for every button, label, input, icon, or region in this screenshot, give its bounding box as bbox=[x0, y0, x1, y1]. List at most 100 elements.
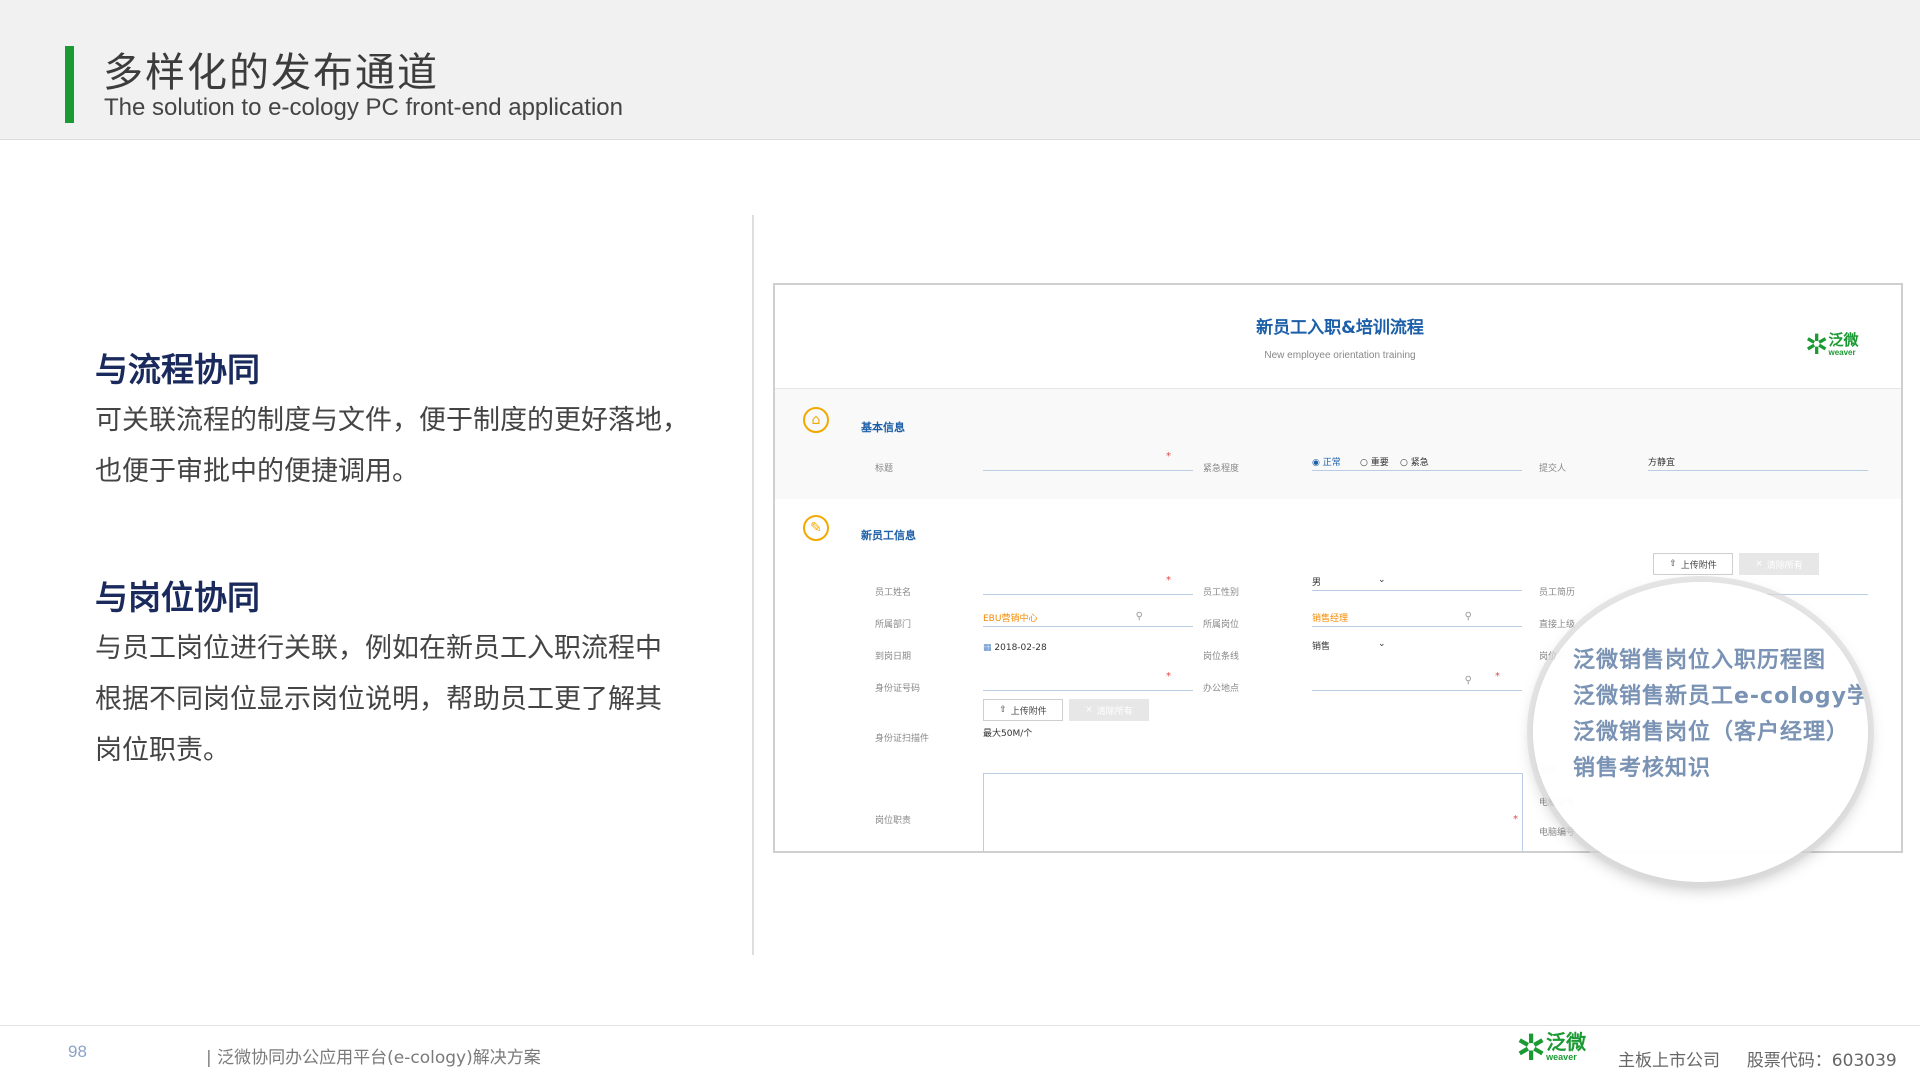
section-body-workflow: 可关联流程的制度与文件，便于制度的更好落地， 也便于审批中的便捷调用。 bbox=[95, 395, 735, 497]
weaver-logo: ✲ 泛微 weaver bbox=[1805, 331, 1858, 359]
logo-en: weaver bbox=[1828, 348, 1856, 357]
upload-button-idcard[interactable]: ⇧上传附件 bbox=[983, 699, 1063, 721]
edit-icon: ✎ bbox=[803, 515, 829, 541]
radio-important[interactable]: ○ 重要 bbox=[1360, 458, 1389, 468]
label-duty: 岗位职责 bbox=[875, 816, 912, 826]
calendar-icon: ▦ bbox=[983, 643, 992, 653]
chevron-down-icon: ⌄ bbox=[1378, 575, 1386, 585]
basic-info-band bbox=[775, 389, 1901, 499]
title-field[interactable]: * bbox=[983, 451, 1193, 471]
max-size-note: 最大50M/个 bbox=[983, 729, 1033, 739]
upload-label: 上传附件 bbox=[1010, 706, 1047, 717]
body-line: 岗位职责。 bbox=[95, 735, 230, 766]
magnifier-lens: 泛微销售岗位入职历程图 泛微销售新员工e-cology学 泛微销售岗位（客户经理… bbox=[1533, 582, 1868, 882]
line-value: 销售 bbox=[1312, 642, 1331, 652]
form-subtitle: New employee orientation training bbox=[1264, 350, 1416, 361]
page-number: 98 bbox=[68, 1042, 87, 1061]
label-submitter: 提交人 bbox=[1539, 464, 1567, 474]
close-icon: × bbox=[1085, 705, 1093, 715]
slide-header: 多样化的发布通道 The solution to e-cology PC fro… bbox=[0, 0, 1920, 140]
stock-code: 股票代码：603039 bbox=[1746, 1051, 1897, 1071]
label-name: 员工姓名 bbox=[875, 588, 912, 598]
logo-cn: 泛微 bbox=[1546, 1030, 1587, 1054]
label-gender: 员工性别 bbox=[1203, 588, 1240, 598]
submitter-field[interactable]: 方静宜 bbox=[1648, 455, 1868, 471]
post-field[interactable]: 销售经理⚲ bbox=[1312, 611, 1522, 627]
upload-icon: ⇧ bbox=[1669, 559, 1677, 569]
close-icon: × bbox=[1755, 559, 1763, 569]
dept-value: EBU营销中心 bbox=[983, 614, 1038, 624]
post-doc-link[interactable]: 泛微销售新员工e-cology学 bbox=[1573, 684, 1868, 709]
company-info: 主板上市公司 股票代码：603039 bbox=[1618, 1046, 1897, 1071]
duty-textarea[interactable]: * bbox=[983, 773, 1523, 851]
form-screenshot: 新员工入职&培训流程 New employee orientation trai… bbox=[773, 283, 1903, 853]
radio-label: 紧急 bbox=[1410, 458, 1429, 468]
upload-icon: ⇧ bbox=[999, 705, 1007, 715]
weaver-logo-icon: ✲ bbox=[1805, 328, 1829, 361]
section-title-post: 与岗位协同 bbox=[95, 578, 260, 617]
accent-bar bbox=[65, 46, 74, 123]
body-line: 根据不同岗位显示岗位说明，帮助员工更了解其 bbox=[95, 684, 662, 715]
footer-caption: | 泛微协同办公应用平台(e-cology)解决方案 bbox=[206, 1048, 541, 1068]
radio-normal[interactable]: ◉ 正常 bbox=[1312, 458, 1341, 468]
clear-label: 清除所有 bbox=[1096, 706, 1133, 717]
section-employee-info: 新员工信息 bbox=[861, 529, 916, 542]
label-idno: 身份证号码 bbox=[875, 684, 921, 694]
label-office: 办公地点 bbox=[1203, 684, 1240, 694]
label-line: 岗位条线 bbox=[1203, 652, 1240, 662]
form-header: 新员工入职&培训流程 New employee orientation trai… bbox=[775, 285, 1901, 389]
form-title: 新员工入职&培训流程 bbox=[1256, 318, 1424, 338]
dept-field[interactable]: EBU营销中心 ⚲ bbox=[983, 611, 1193, 627]
label-superior: 直接上级 bbox=[1539, 620, 1576, 630]
section-basic-info: 基本信息 bbox=[861, 421, 905, 434]
listed-label: 主板上市公司 bbox=[1618, 1051, 1720, 1071]
required-mark: * bbox=[1513, 814, 1518, 825]
weaver-logo-icon: ✲ bbox=[1516, 1028, 1547, 1069]
clear-button-resume[interactable]: ×清除所有 bbox=[1739, 553, 1819, 575]
date-field[interactable]: ▦ 2018-02-28 bbox=[983, 643, 1193, 659]
label-urgency: 紧急程度 bbox=[1203, 464, 1240, 474]
logo-cn: 泛微 bbox=[1828, 331, 1859, 349]
label-date: 到岗日期 bbox=[875, 652, 912, 662]
line-select[interactable]: 销售 ⌄ bbox=[1312, 639, 1522, 655]
home-icon: ⌂ bbox=[803, 407, 829, 433]
idno-field[interactable]: * bbox=[983, 671, 1193, 691]
page-subtitle: The solution to e-cology PC front-end ap… bbox=[104, 94, 623, 121]
gender-select[interactable]: 男⌄ bbox=[1312, 575, 1522, 591]
search-icon[interactable]: ⚲ bbox=[1464, 675, 1472, 686]
body-line: 与员工岗位进行关联，例如在新员工入职流程中 bbox=[95, 633, 662, 664]
column-divider bbox=[752, 215, 754, 955]
section-body-post: 与员工岗位进行关联，例如在新员工入职流程中 根据不同岗位显示岗位说明，帮助员工更… bbox=[95, 623, 735, 776]
urgency-radio-group[interactable]: ◉ 正常 ○ 重要 ○ 紧急 bbox=[1312, 455, 1522, 471]
name-field[interactable]: * bbox=[983, 575, 1193, 595]
section-title-workflow: 与流程协同 bbox=[95, 350, 260, 389]
upload-label: 上传附件 bbox=[1680, 560, 1717, 571]
clear-label: 清除所有 bbox=[1766, 560, 1803, 571]
radio-label: 重要 bbox=[1370, 458, 1389, 468]
label-dept: 所属部门 bbox=[875, 620, 912, 630]
search-icon[interactable]: ⚲ bbox=[1135, 611, 1143, 622]
date-value: 2018-02-28 bbox=[994, 643, 1047, 653]
office-field[interactable]: ⚲* bbox=[1312, 671, 1522, 691]
body-line: 也便于审批中的便捷调用。 bbox=[95, 456, 419, 487]
post-doc-link[interactable]: 销售考核知识 bbox=[1573, 756, 1712, 781]
footer-divider bbox=[0, 1025, 1920, 1026]
page-title: 多样化的发布通道 bbox=[103, 50, 439, 96]
post-doc-link[interactable]: 泛微销售岗位（客户经理） bbox=[1573, 720, 1850, 745]
label-pcno: 电脑编号 bbox=[1539, 828, 1576, 838]
radio-urgent[interactable]: ○ 紧急 bbox=[1400, 458, 1429, 468]
upload-button-resume[interactable]: ⇧上传附件 bbox=[1653, 553, 1733, 575]
logo-en: weaver bbox=[1546, 1052, 1577, 1062]
post-doc-link[interactable]: 泛微销售岗位入职历程图 bbox=[1573, 648, 1827, 673]
submitter-value: 方静宜 bbox=[1648, 458, 1676, 468]
radio-label: 正常 bbox=[1322, 458, 1341, 468]
clear-button-idcard[interactable]: ×清除所有 bbox=[1069, 699, 1149, 721]
label-title: 标题 bbox=[875, 464, 894, 474]
search-icon[interactable]: ⚲ bbox=[1464, 611, 1472, 622]
label-resume: 员工简历 bbox=[1539, 588, 1576, 598]
label-idcard: 身份证扫描件 bbox=[875, 734, 930, 744]
footer-weaver-logo: ✲ 泛微 weaver bbox=[1516, 1031, 1586, 1067]
gender-value: 男 bbox=[1312, 578, 1322, 588]
label-post: 所属岗位 bbox=[1203, 620, 1240, 630]
chevron-down-icon: ⌄ bbox=[1378, 639, 1386, 649]
